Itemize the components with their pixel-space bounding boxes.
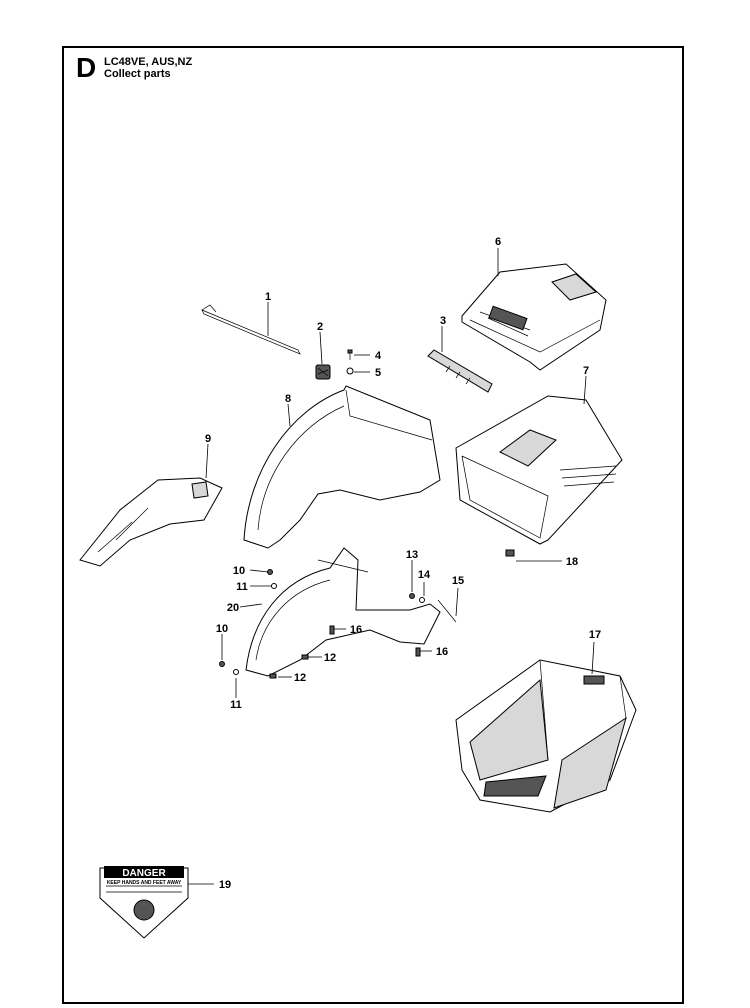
- callout-16-a: 16: [350, 624, 362, 636]
- callout-10-lower: 10: [216, 623, 228, 635]
- callout-labels: 1 2 3 4 5 6 7 8 9 10 11 20 10 11 12 13 1…: [205, 236, 601, 891]
- callout-12-lower: 12: [294, 672, 306, 684]
- part-7-collector-top: [455, 395, 623, 545]
- section-letter: D: [76, 52, 97, 83]
- callout-18: 18: [566, 556, 578, 568]
- callout-16-b: 16: [436, 646, 448, 658]
- drawing-frame: [62, 46, 684, 1004]
- callout-20: 20: [227, 602, 239, 614]
- part-13-screw: [409, 593, 415, 599]
- callout-4: 4: [375, 350, 382, 362]
- callout-1: 1: [265, 291, 271, 303]
- callout-7: 7: [583, 365, 589, 377]
- callout-11-upper: 11: [236, 581, 248, 593]
- part-9-bracket: [79, 477, 223, 567]
- callout-17: 17: [589, 629, 601, 641]
- callout-2: 2: [317, 321, 323, 333]
- part-16-screw-b: [415, 647, 421, 657]
- part-14-washer: [419, 597, 425, 603]
- model-label: LC48VE, AUS,NZ: [104, 56, 193, 68]
- part-10-screw-lower: [219, 661, 225, 667]
- callout-14: 14: [418, 569, 431, 581]
- callout-13: 13: [406, 549, 418, 561]
- part-19-danger-decal: [99, 866, 189, 939]
- callout-9: 9: [205, 433, 211, 445]
- callout-15: 15: [452, 575, 464, 587]
- callout-8: 8: [285, 393, 291, 405]
- part-2-spring: [315, 364, 331, 380]
- callout-6: 6: [495, 236, 501, 248]
- part-15-pin: [437, 599, 457, 623]
- part-1-rod: [201, 304, 301, 355]
- part-12-nut-mid: [301, 654, 309, 660]
- part-20-inner-duct: [245, 547, 441, 677]
- callout-12-mid: 12: [324, 652, 336, 664]
- decal-warning-text: KEEP HANDS AND FEET AWAY: [107, 880, 182, 886]
- part-4-screw: [347, 349, 353, 360]
- part-18-frame-clip: [505, 549, 515, 557]
- part-11-washer-upper: [271, 583, 277, 589]
- decal-heading: DANGER: [122, 868, 166, 879]
- part-5-washer: [346, 367, 354, 375]
- page-title: Collect parts: [104, 68, 171, 80]
- callout-3: 3: [440, 315, 446, 327]
- callout-5: 5: [375, 367, 381, 379]
- part-8-chute-cover: [243, 385, 441, 549]
- part-10-screw-upper: [267, 569, 273, 575]
- callout-11-lower: 11: [230, 699, 242, 711]
- part-17-grass-basket: [455, 659, 637, 813]
- part-12-nut-lower: [269, 673, 277, 679]
- callout-10-upper: 10: [233, 565, 245, 577]
- part-6-top-cover: [461, 263, 607, 371]
- part-3-handle-grip: [427, 349, 493, 393]
- part-16-screw-a: [329, 625, 335, 635]
- leader-lines: [188, 248, 595, 885]
- part-11-washer-lower: [233, 669, 239, 675]
- callout-19: 19: [219, 879, 231, 891]
